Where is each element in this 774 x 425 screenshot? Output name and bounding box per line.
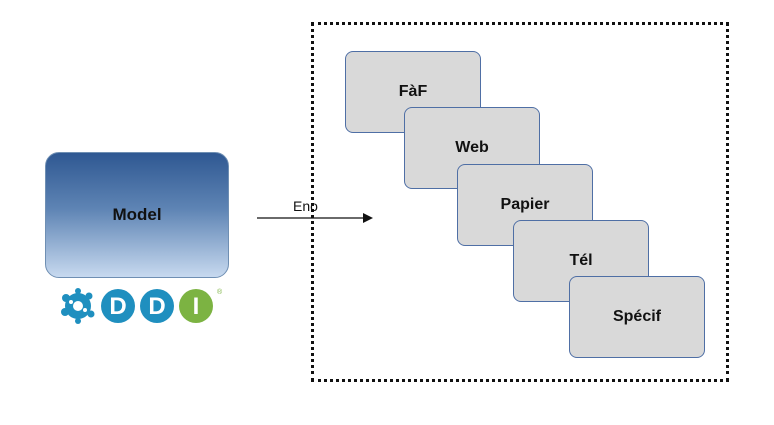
arrow-label: Eno — [293, 198, 318, 214]
mode-label: Tél — [569, 252, 593, 269]
model-label: Model — [112, 205, 162, 224]
ddi-letter-d2: D — [140, 289, 174, 323]
modes-frame — [311, 22, 729, 382]
svg-text:D: D — [109, 293, 126, 320]
model-box: Model — [45, 152, 229, 278]
ddi-emblem-icon — [61, 288, 95, 324]
mode-label: FàF — [398, 83, 428, 100]
ddi-logo: D D I ® — [61, 288, 223, 324]
mode-label: Papier — [500, 196, 550, 213]
arrow-icon — [257, 213, 373, 223]
ddi-letter-i: I — [179, 289, 213, 323]
svg-text:I: I — [193, 293, 200, 320]
mode-label: Web — [455, 139, 489, 156]
mode-label: Spécif — [612, 308, 661, 325]
registered-mark: ® — [217, 288, 223, 296]
svg-text:D: D — [148, 293, 165, 320]
mode-card-specif: Spécif — [569, 276, 705, 358]
ddi-letter-d1: D — [101, 289, 135, 323]
